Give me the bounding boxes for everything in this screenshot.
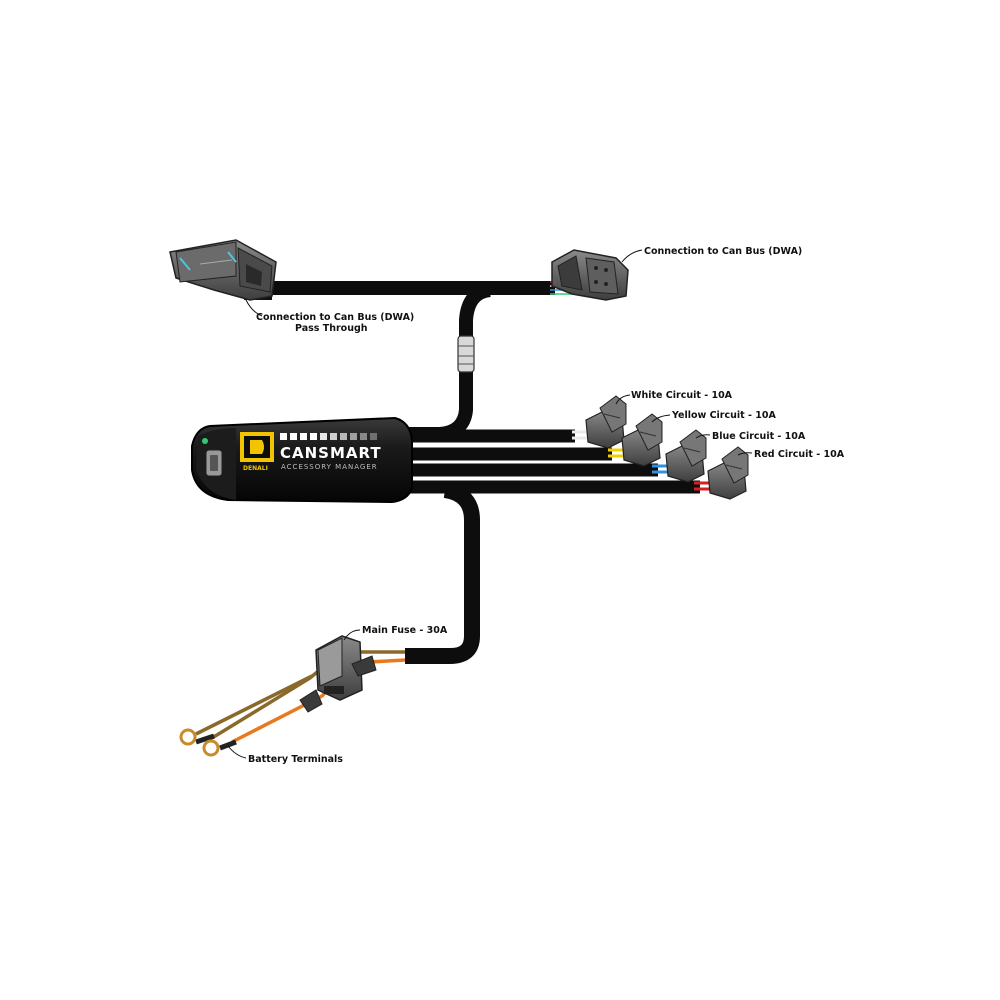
label-battery-terminals: Battery Terminals (227, 745, 343, 765)
label-can-bus-pass-through: Connection to Can Bus (DWA) Pass Through (245, 299, 414, 334)
brand-tagline: ACCESSORY MANAGER (281, 463, 378, 471)
label-white-circuit: White Circuit - 10A (615, 390, 733, 405)
label-blue-circuit-text: Blue Circuit - 10A (712, 431, 806, 442)
label-yellow-circuit: Yellow Circuit - 10A (651, 410, 776, 423)
blue-circuit-connector (652, 429, 707, 483)
label-white-circuit-text: White Circuit - 10A (631, 390, 733, 401)
label-main-fuse-text: Main Fuse - 30A (362, 625, 448, 636)
battery-ring-terminals (179, 728, 237, 757)
label-red-circuit: Red Circuit - 10A (737, 449, 845, 460)
main-fuse-holder (299, 635, 377, 713)
yellow-circuit-connector (608, 413, 663, 467)
brand-name: CANSMART (280, 444, 382, 462)
label-main-fuse: Main Fuse - 30A (343, 625, 448, 641)
red-circuit-connector (694, 446, 749, 500)
pass-through-connector (169, 239, 277, 301)
label-can-bus-text: Connection to Can Bus (DWA) (644, 246, 802, 257)
label-can-bus-pass-through-line1: Connection to Can Bus (DWA) (256, 312, 414, 323)
cable-splice-clip (457, 335, 475, 373)
status-led (202, 438, 208, 444)
can-bus-connector (550, 249, 629, 301)
label-can-bus-pass-through-line2: Pass Through (295, 323, 368, 334)
power-cable (405, 482, 480, 664)
label-can-bus: Connection to Can Bus (DWA) (621, 246, 802, 263)
label-yellow-circuit-text: Yellow Circuit - 10A (671, 410, 776, 421)
can-bus-cable (268, 281, 555, 441)
brand-bar-meter (280, 433, 377, 440)
brand-logo-text: DENALI (243, 465, 268, 472)
label-battery-terminals-text: Battery Terminals (248, 754, 343, 765)
label-blue-circuit: Blue Circuit - 10A (695, 431, 806, 442)
cansmart-controller: DENALI CANSMART ACCESSORY MANAGER (191, 416, 413, 504)
label-red-circuit-text: Red Circuit - 10A (754, 449, 845, 460)
white-circuit-connector (572, 395, 627, 449)
